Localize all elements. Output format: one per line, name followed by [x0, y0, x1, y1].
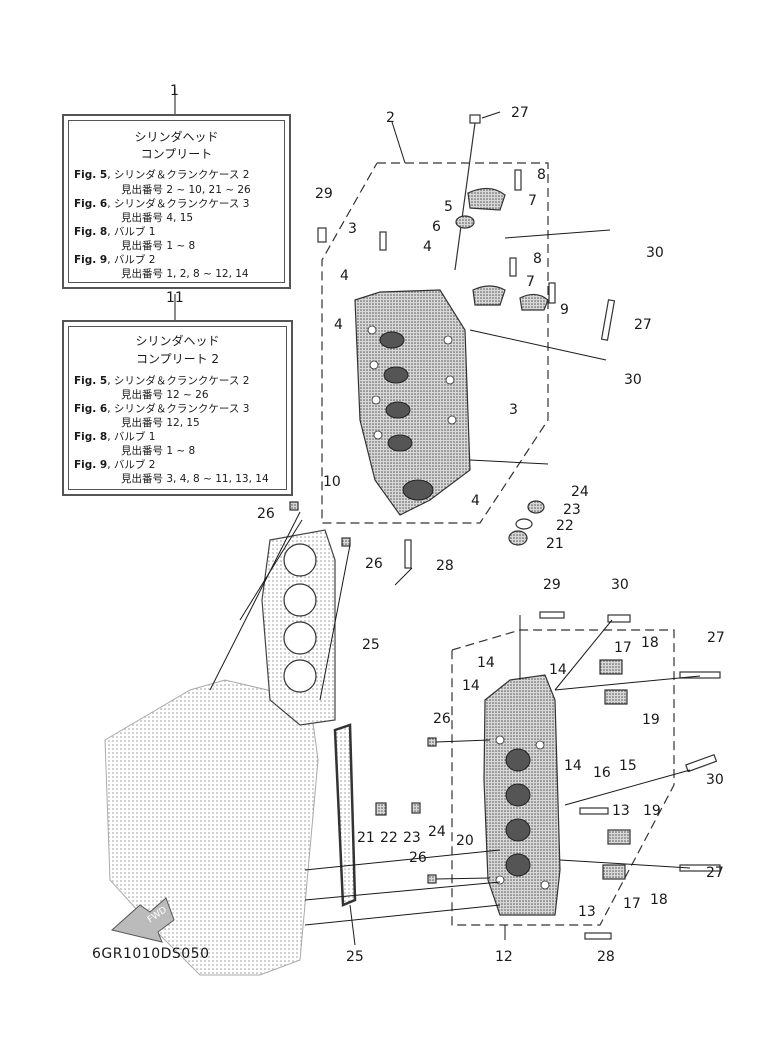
assembly-info-box-2: シリンダヘッド コンプリート 2 Fig. 5, シリンダ＆クランクケース 2 …	[62, 320, 293, 496]
callout-12: 12	[495, 949, 513, 965]
callout-21: 21	[546, 536, 564, 552]
callout-28: 28	[436, 558, 454, 574]
callout-numbers: 27 2 8 7 5 6 29 3 4 4 4 8 7 9 30 27 30 3…	[257, 105, 725, 965]
lower-cylinder-head	[483, 674, 561, 916]
callout-9: 9	[560, 302, 569, 318]
box1-line-2: Fig. 6, シリンダ＆クランクケース 3	[74, 198, 250, 210]
leader-lines	[174, 88, 701, 946]
callout-17: 17	[623, 896, 641, 912]
callout-22: 22	[380, 830, 398, 846]
callout-14: 14	[564, 758, 582, 774]
callout-30: 30	[706, 772, 724, 788]
callout-19: 19	[642, 712, 660, 728]
callout-20: 20	[456, 833, 474, 849]
lower-head-gasket	[333, 723, 357, 907]
callout-4: 4	[340, 268, 349, 284]
callout-26: 26	[257, 506, 275, 522]
callout-30: 30	[646, 245, 664, 261]
box1-line-5: 見出番号 1 ~ 8	[121, 240, 196, 252]
callout-6: 6	[432, 219, 441, 235]
callout-13: 13	[612, 803, 630, 819]
box1-line-3: 見出番号 4, 15	[121, 212, 194, 224]
fasteners	[289, 114, 721, 940]
callout-14: 14	[477, 655, 495, 671]
box1-line-7: 見出番号 1, 2, 8 ~ 12, 14	[121, 268, 249, 280]
callout-28: 28	[597, 949, 615, 965]
callout-27: 27	[634, 317, 652, 333]
callout-18: 18	[641, 635, 659, 651]
callout-30: 30	[611, 577, 629, 593]
callout-23: 23	[563, 502, 581, 518]
box2-line-6: Fig. 9, バルブ 2	[74, 459, 156, 471]
callout-17: 17	[614, 640, 632, 656]
upper-group-outline	[321, 162, 549, 524]
callout-27: 27	[511, 105, 529, 121]
box2-number: 11	[166, 290, 184, 306]
callout-2: 2	[386, 110, 395, 126]
box2-line-0: Fig. 5, シリンダ＆クランクケース 2	[74, 375, 250, 387]
drawing-code: 6GR1010DS050	[92, 946, 210, 962]
callout-13: 13	[578, 904, 596, 920]
callout-3: 3	[348, 221, 357, 237]
callout-4: 4	[471, 493, 480, 509]
upper-head-gasket	[261, 529, 336, 726]
box1-title-line2: コンプリート	[140, 147, 213, 161]
assembly-info-box-1: シリンダヘッド コンプリート Fig. 5, シリンダ＆クランクケース 2 見出…	[62, 114, 291, 289]
callout-29: 29	[315, 186, 333, 202]
box1-title-line1: シリンダヘッド	[134, 130, 219, 144]
callout-4: 4	[334, 317, 343, 333]
box2-title-line1: シリンダヘッド	[135, 334, 220, 348]
callout-7: 7	[526, 274, 535, 290]
box1-line-4: Fig. 8, バルブ 1	[74, 226, 156, 238]
callout-19: 19	[643, 803, 661, 819]
upper-cylinder-head	[354, 289, 471, 516]
box1-line-1: 見出番号 2 ~ 10, 21 ~ 26	[121, 184, 251, 196]
callout-24: 24	[428, 824, 446, 840]
callout-14: 14	[549, 662, 567, 678]
callout-8: 8	[537, 167, 546, 183]
box2-line-7: 見出番号 3, 4, 8 ~ 11, 13, 14	[121, 473, 269, 485]
callout-5: 5	[444, 199, 453, 215]
callout-16: 16	[593, 765, 611, 781]
box1-line-6: Fig. 9, バルブ 2	[74, 254, 156, 266]
box2-line-4: Fig. 8, バルブ 1	[74, 431, 156, 443]
callout-23: 23	[403, 830, 421, 846]
callout-18: 18	[650, 892, 668, 908]
callout-26: 26	[365, 556, 383, 572]
callout-30: 30	[624, 372, 642, 388]
callout-21: 21	[357, 830, 375, 846]
box2-line-3: 見出番号 12, 15	[121, 417, 200, 429]
callout-27: 27	[707, 630, 725, 646]
callout-4: 4	[423, 239, 432, 255]
callout-25: 25	[346, 949, 364, 965]
box2-title-line2: コンプリート 2	[135, 352, 220, 366]
callout-22: 22	[556, 518, 574, 534]
box2-line-5: 見出番号 1 ~ 8	[121, 445, 196, 457]
callout-29: 29	[543, 577, 561, 593]
box2-line-1: 見出番号 12 ~ 26	[121, 389, 209, 401]
callout-26: 26	[409, 850, 427, 866]
callout-8: 8	[533, 251, 542, 267]
callout-3: 3	[509, 402, 518, 418]
callout-27: 27	[706, 865, 724, 881]
callout-10: 10	[323, 474, 341, 490]
box2-line-2: Fig. 6, シリンダ＆クランクケース 3	[74, 403, 250, 415]
callout-14: 14	[462, 678, 480, 694]
callout-15: 15	[619, 758, 637, 774]
fwd-arrow-icon: FWD	[110, 897, 175, 943]
box1-line-0: Fig. 5, シリンダ＆クランクケース 2	[74, 169, 250, 181]
callout-25: 25	[362, 637, 380, 653]
callout-26: 26	[433, 711, 451, 727]
callout-24: 24	[571, 484, 589, 500]
callout-7: 7	[528, 193, 537, 209]
box1-number: 1	[170, 83, 179, 99]
